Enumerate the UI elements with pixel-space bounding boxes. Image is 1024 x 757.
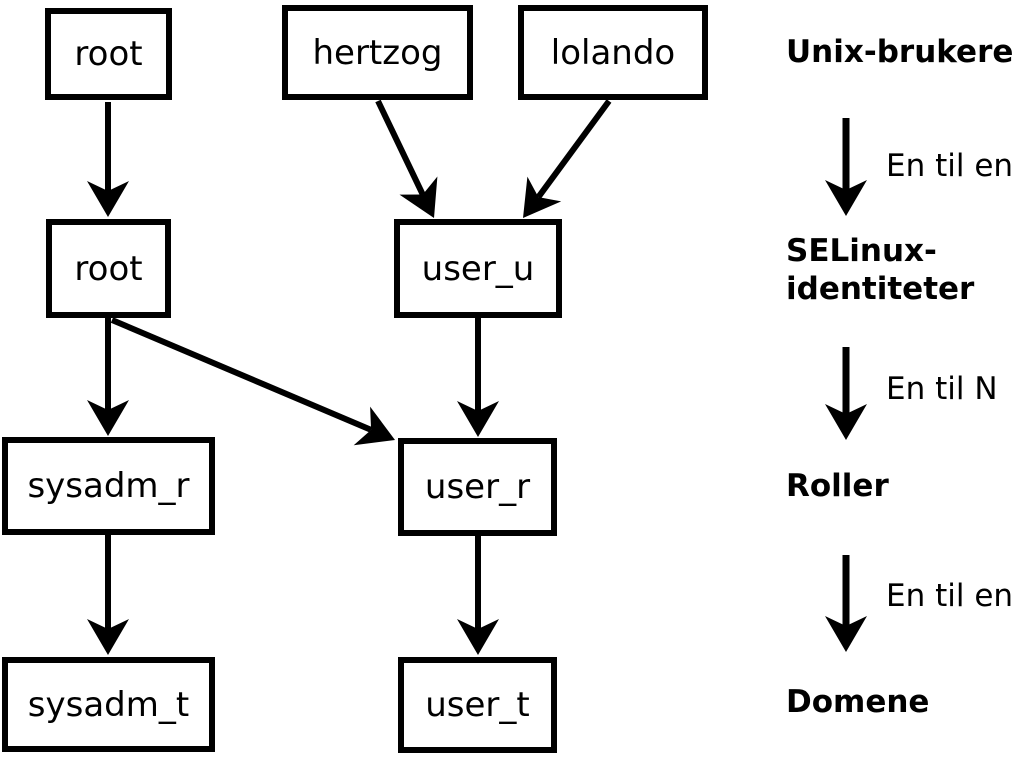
arrowhead-icon bbox=[457, 401, 499, 437]
edge-selinux-identity-root-to-role-sysadm_r bbox=[87, 318, 129, 436]
diagram-node-role-user_r: user_r bbox=[398, 438, 557, 536]
legend-arrow-label: En til en bbox=[886, 148, 1014, 184]
arrowhead-icon bbox=[825, 616, 867, 652]
node-label: lolando bbox=[550, 32, 676, 73]
diagram-node-role-sysadm_r: sysadm_r bbox=[2, 437, 215, 535]
arrowhead-icon bbox=[825, 404, 867, 440]
diagram-node-unix-user-lolando: lolando bbox=[518, 5, 708, 100]
arrowhead-icon bbox=[523, 176, 562, 218]
arrowhead-icon bbox=[825, 180, 867, 216]
legend-arrow-label: En til N bbox=[886, 371, 998, 407]
edge-unix-user-lolando-to-selinux-identity-user_u bbox=[523, 99, 612, 218]
node-label: user_r bbox=[424, 467, 531, 507]
legend-arrow-0 bbox=[825, 118, 867, 216]
edge-selinux-identity-root-to-role-user_r bbox=[110, 317, 395, 446]
arrowhead-icon bbox=[353, 406, 395, 446]
legend-arrow-1 bbox=[825, 347, 867, 440]
edge-role-user_r-to-domain-user_t bbox=[457, 536, 499, 655]
node-label: root bbox=[74, 248, 143, 289]
node-label: user_t bbox=[425, 685, 530, 725]
diagram-node-unix-user-root: root bbox=[45, 8, 172, 100]
arrowhead-icon bbox=[87, 181, 129, 217]
edge-role-sysadm_r-to-domain-sysadm_t bbox=[87, 535, 129, 655]
node-label: sysadm_t bbox=[27, 684, 190, 725]
arrowhead-icon bbox=[87, 400, 129, 436]
edge-unix-user-hertzog-to-selinux-identity-user_u bbox=[375, 99, 438, 218]
diagram-node-domain-user_t: user_t bbox=[398, 657, 557, 753]
arrowhead-icon bbox=[87, 619, 129, 655]
arrowhead-icon bbox=[399, 176, 438, 218]
edge-unix-user-root-to-selinux-identity-root bbox=[87, 102, 129, 217]
node-label: hertzog bbox=[312, 32, 443, 73]
node-label: user_u bbox=[421, 248, 535, 289]
legend-title: Domene bbox=[786, 684, 930, 720]
diagram-node-selinux-identity-root: root bbox=[46, 219, 171, 318]
legend-title: SELinux- identiteter bbox=[786, 233, 975, 307]
legend-arrow-2 bbox=[825, 555, 867, 652]
legend-title: Unix-brukere bbox=[786, 34, 1014, 70]
arrowhead-icon bbox=[457, 619, 499, 655]
diagram-node-selinux-identity-user_u: user_u bbox=[394, 219, 562, 318]
edge-selinux-identity-user_u-to-role-user_r bbox=[457, 318, 499, 437]
node-label: root bbox=[74, 34, 143, 74]
legend-title: Roller bbox=[786, 468, 889, 504]
diagram-node-domain-sysadm_t: sysadm_t bbox=[2, 657, 215, 752]
diagram-node-unix-user-hertzog: hertzog bbox=[282, 5, 473, 100]
legend-arrow-label: En til en bbox=[886, 578, 1014, 614]
node-label: sysadm_r bbox=[27, 466, 190, 506]
